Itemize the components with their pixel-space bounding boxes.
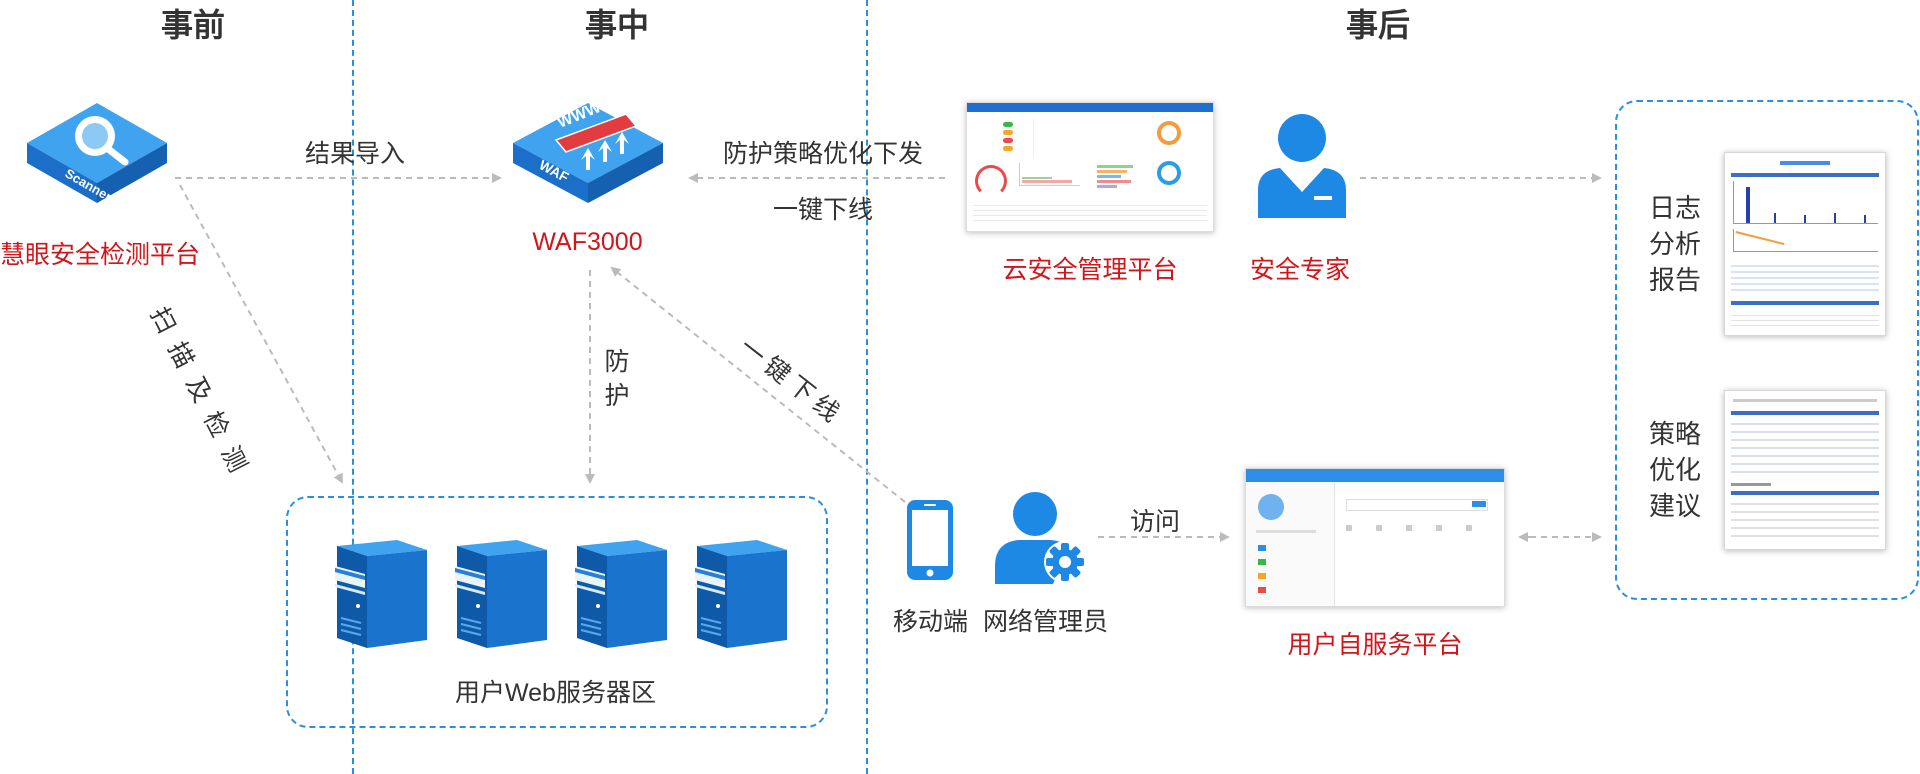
cloud-platform-caption: 云安全管理平台: [1002, 256, 1178, 284]
security-expert-caption: 安全专家: [1249, 256, 1350, 284]
log-report-label: 日志分析报告: [1648, 193, 1701, 295]
arrow-one-click-offline: [610, 266, 906, 503]
log-report-document: [1724, 152, 1886, 336]
policy-advice-label: 策略优化建议: [1648, 419, 1701, 521]
server-icon: [455, 540, 547, 648]
mobile-phone-icon: [907, 500, 953, 580]
edge-label-visit: 访问: [1130, 508, 1181, 536]
phase-divider-1: [352, 0, 354, 774]
server-zone-box: [286, 496, 828, 728]
edge-label-policy-push: 防护策略优化下发: [723, 140, 924, 168]
security-expert-icon: [1258, 114, 1346, 218]
waf-device-icon: WWW WAF: [513, 99, 663, 203]
reports-box: [1615, 100, 1919, 600]
server-icon: [575, 540, 667, 648]
scanner-caption: 慧眼安全检测平台: [0, 241, 201, 269]
phase-before-title: 事前: [160, 7, 225, 43]
policy-advice-document: [1724, 390, 1886, 550]
phase-divider-2: [866, 0, 868, 774]
cloud-platform-screenshot: [966, 102, 1214, 232]
selfservice-platform-screenshot: [1245, 468, 1505, 607]
edge-label-protect: 防护: [604, 348, 630, 410]
network-admin-caption: 网络管理员: [983, 608, 1109, 636]
server-zone-caption: 用户Web服务器区: [455, 679, 656, 707]
server-icon: [695, 540, 787, 648]
edge-label-offline-top: 一键下线: [773, 196, 874, 224]
network-admin-icon: [995, 492, 1086, 584]
phase-after-title: 事后: [1345, 7, 1410, 43]
server-rack-row: [325, 528, 795, 653]
phase-during-title: 事中: [584, 7, 649, 43]
selfservice-caption: 用户自服务平台: [1287, 631, 1463, 659]
mobile-caption: 移动端: [893, 608, 969, 636]
server-icon: [335, 540, 427, 648]
arrow-scan-detect: [179, 184, 343, 484]
waf-caption: WAF3000: [532, 228, 643, 256]
edge-label-import-result: 结果导入: [305, 140, 406, 168]
scanner-device-icon: Scanner: [27, 103, 167, 204]
